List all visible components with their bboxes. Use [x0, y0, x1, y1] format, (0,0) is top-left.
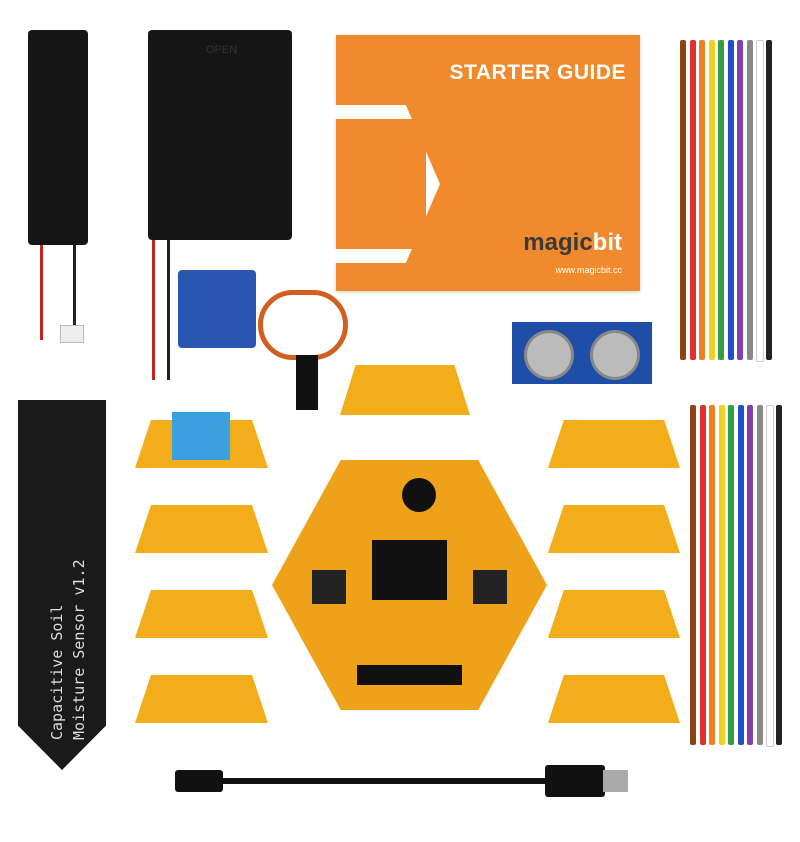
servo-cable — [258, 290, 348, 360]
usb-a-connector — [603, 770, 628, 792]
transducer — [524, 330, 574, 380]
starter-guide: STARTER GUIDE magicbit www.magicbit.cc — [326, 35, 640, 291]
ultrasonic-sensor — [512, 322, 652, 384]
usb-a-plug — [545, 765, 605, 797]
sensor-module — [135, 590, 268, 638]
micro-usb-plug — [175, 770, 223, 792]
jumper-wires-top — [675, 40, 780, 362]
logo-icon — [326, 105, 440, 263]
servo-connector — [296, 355, 318, 410]
jumper-wire — [690, 405, 696, 745]
jumper-wire — [766, 405, 774, 747]
jumper-wire — [689, 40, 696, 360]
transducer — [590, 330, 640, 380]
jumper-wire — [756, 40, 764, 362]
jumper-wire — [728, 405, 734, 745]
push-button — [473, 570, 507, 604]
guide-title: STARTER GUIDE — [449, 61, 626, 84]
sensor-module — [548, 505, 680, 553]
oled-display — [372, 540, 447, 600]
jumper-wire — [765, 40, 772, 360]
battery-box-label: OPEN — [206, 44, 238, 56]
buzzer — [402, 478, 436, 512]
jumper-wire — [709, 405, 715, 745]
jumper-wire — [756, 405, 763, 745]
sensor-module — [340, 365, 470, 415]
dht-sensor — [172, 412, 230, 460]
single-battery-holder — [28, 30, 88, 245]
push-button — [312, 570, 346, 604]
pin-header — [357, 665, 462, 685]
servo-motor — [178, 270, 256, 348]
jumper-wire — [680, 40, 686, 360]
magicbit-main-board — [272, 460, 547, 710]
battery-box-wire — [152, 240, 170, 380]
jumper-wire — [727, 40, 734, 360]
usb-cable — [195, 778, 555, 784]
jumper-wire — [747, 405, 753, 745]
jumper-wire — [775, 405, 782, 745]
jumper-wire — [746, 40, 753, 360]
jumper-wire — [699, 405, 706, 745]
jumper-wire — [737, 40, 743, 360]
brand-dark: magic — [523, 229, 593, 256]
sensor-module — [135, 675, 268, 723]
jumper-wire — [708, 40, 715, 360]
label-line: Moisture Sensor v1.2 — [70, 559, 88, 740]
jumper-wire — [718, 405, 725, 745]
jumper-wire — [737, 405, 744, 745]
brand-light: bit — [592, 229, 622, 256]
battery-box: OPEN — [148, 30, 292, 240]
label-line: Capacitive Soil — [48, 604, 66, 740]
battery-holder-wire — [40, 245, 76, 340]
sensor-module — [135, 505, 268, 553]
guide-url: www.magicbit.cc — [555, 265, 622, 275]
jumper-wires-bottom — [685, 405, 790, 747]
sensor-module — [548, 675, 680, 723]
guide-brand: magicbit — [523, 229, 622, 257]
sensor-module — [548, 420, 680, 468]
sensor-module — [548, 590, 680, 638]
jumper-wire — [699, 40, 705, 360]
connector — [60, 325, 84, 343]
jumper-wire — [718, 40, 724, 360]
